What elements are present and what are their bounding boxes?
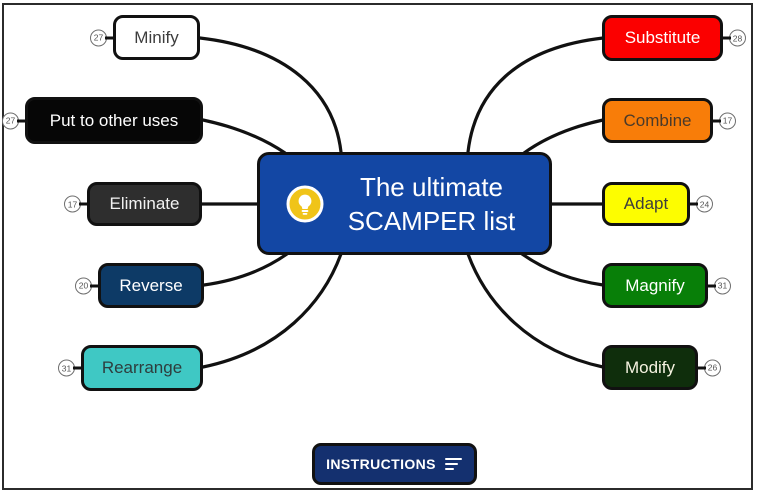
node-put-to-other-uses[interactable]: Put to other uses 27 (2, 97, 203, 144)
node-substitute[interactable]: Substitute 28 (602, 15, 746, 61)
edge-modify (466, 252, 605, 369)
node-label: Combine (623, 110, 692, 130)
sort-lines-icon (444, 457, 463, 471)
badge-eliminate[interactable]: 17 (64, 195, 89, 213)
edge-minify (198, 36, 343, 154)
node-eliminate[interactable]: Eliminate 17 (64, 182, 202, 226)
instructions-button-label: INSTRUCTIONS (326, 456, 436, 472)
node-label: Adapt (623, 194, 669, 213)
node-label: Substitute (624, 28, 701, 47)
edge-substitute (466, 36, 605, 154)
node-label: Magnify (625, 275, 685, 295)
edge-put (201, 118, 287, 155)
node-label: Modify (624, 357, 676, 377)
instructions-button[interactable]: INSTRUCTIONS (312, 443, 477, 485)
edge-rearrange (201, 252, 343, 369)
badge-adapt[interactable]: 24 (688, 195, 713, 213)
badge-magnify[interactable]: 31 (706, 277, 731, 294)
lightbulb-icon (286, 185, 324, 222)
node-label: Rearrange (101, 358, 183, 377)
node-label: Minify (134, 27, 179, 47)
node-rearrange[interactable]: Rearrange 31 (58, 345, 203, 391)
badge-reverse[interactable]: 20 (75, 277, 100, 294)
node-label: Put to other uses (49, 110, 179, 130)
node-label: Eliminate (109, 194, 180, 213)
badge-substitute[interactable]: 28 (721, 29, 746, 47)
edge-magnify (520, 252, 605, 287)
central-topic[interactable]: The ultimate SCAMPER list (257, 152, 552, 255)
badge-minify[interactable]: 27 (90, 29, 115, 46)
node-combine[interactable]: Combine 17 (602, 98, 736, 143)
node-magnify[interactable]: Magnify 31 (602, 263, 731, 308)
edge-combine (522, 118, 605, 155)
node-reverse[interactable]: Reverse 20 (75, 263, 204, 308)
node-label: Reverse (119, 275, 183, 295)
edge-reverse (202, 252, 289, 287)
badge-put-to-other-uses[interactable]: 27 (2, 112, 27, 129)
node-modify[interactable]: Modify 26 (602, 345, 721, 390)
central-topic-line2: SCAMPER list (347, 205, 516, 236)
badge-combine[interactable]: 17 (711, 112, 736, 129)
node-adapt[interactable]: Adapt 24 (602, 182, 713, 226)
central-topic-line1: The ultimate (359, 171, 504, 202)
node-minify[interactable]: Minify 27 (90, 15, 200, 60)
central-topic-title: The ultimate SCAMPER list (324, 170, 549, 238)
badge-rearrange[interactable]: 31 (58, 359, 83, 377)
badge-modify[interactable]: 26 (696, 359, 721, 376)
